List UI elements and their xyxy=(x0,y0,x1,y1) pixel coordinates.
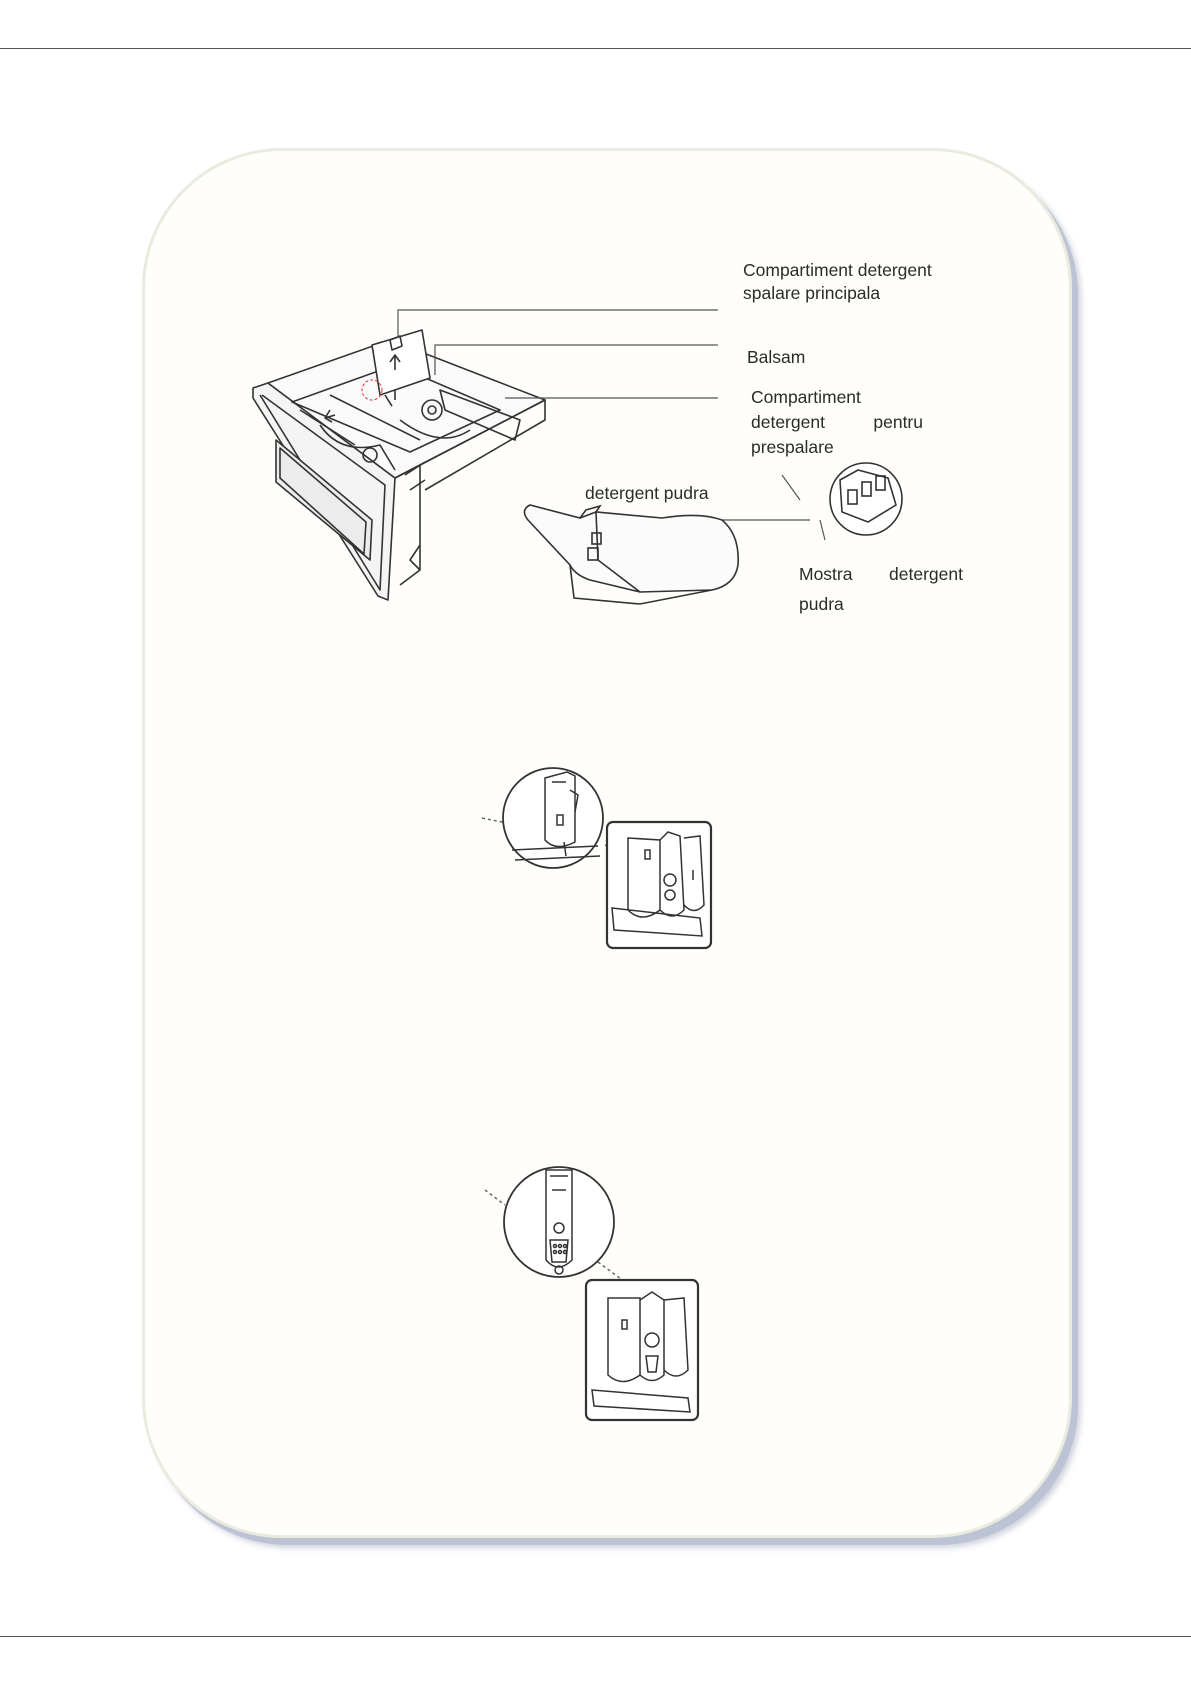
detail-figure-3 xyxy=(485,1167,698,1420)
scoop-zoom xyxy=(830,463,902,535)
powder-scoop xyxy=(524,505,738,604)
label-powder: detergent pudra xyxy=(585,481,709,505)
label-sample-word-mostra: Mostra xyxy=(799,562,852,586)
label-sample-line2: pudra xyxy=(799,592,844,616)
label-sample-word-detergent: detergent xyxy=(889,562,963,586)
label-sample-line1: Mostra detergent xyxy=(799,562,963,586)
detail-figure-2 xyxy=(482,768,711,948)
drawer-figure xyxy=(253,330,545,600)
label-prewash-word-detergent: detergent xyxy=(751,410,825,434)
label-main-wash-line1: Compartiment detergent xyxy=(743,258,932,282)
label-softener: Balsam xyxy=(747,345,805,369)
label-main-wash-line2: spalare principala xyxy=(743,281,880,305)
label-prewash-line2: detergent pentru xyxy=(751,410,923,434)
label-prewash-word-pentru: pentru xyxy=(873,410,923,434)
label-prewash-line3: prespalare xyxy=(751,435,834,459)
label-prewash-line1: Compartiment xyxy=(751,385,861,409)
